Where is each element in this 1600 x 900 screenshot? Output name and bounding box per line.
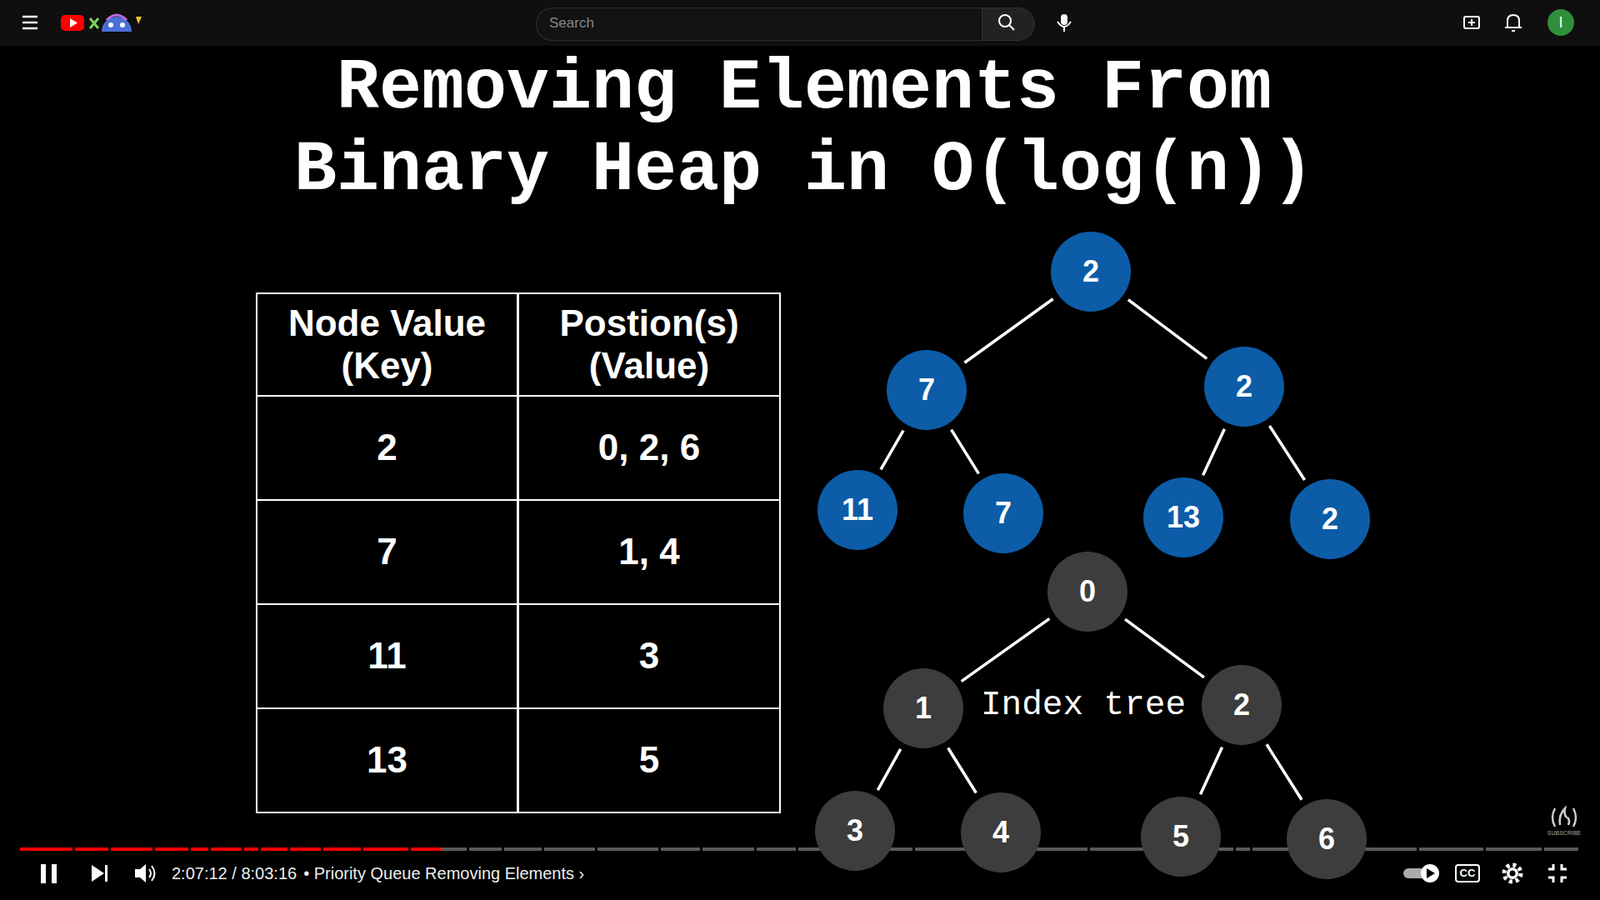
node-value: 2 bbox=[1321, 501, 1339, 537]
create-icon bbox=[1464, 16, 1480, 29]
index-node: 2 bbox=[1201, 665, 1282, 745]
youtube-logo bbox=[60, 15, 142, 32]
tree-edge bbox=[948, 748, 977, 794]
heap-node: 11 bbox=[817, 470, 898, 550]
heap-node: 7 bbox=[963, 473, 1044, 554]
tree-edge bbox=[951, 430, 980, 475]
index-node: 1 bbox=[883, 668, 964, 749]
index-node: 0 bbox=[1047, 551, 1128, 632]
heap-node: 2 bbox=[1050, 231, 1131, 312]
table-cell: 5 bbox=[517, 707, 781, 814]
search-placeholder: Search bbox=[549, 15, 595, 32]
node-value: 2 bbox=[1233, 687, 1250, 723]
heap-node: 7 bbox=[886, 350, 967, 430]
index-node: 5 bbox=[1140, 796, 1221, 877]
table-cell: Postion(s) (Value) bbox=[517, 292, 781, 397]
tree-edge bbox=[1266, 744, 1302, 800]
table-value: 7 bbox=[376, 530, 397, 574]
search-icon bbox=[999, 15, 1015, 30]
node-value: 2 bbox=[1082, 254, 1100, 290]
menu-icon bbox=[22, 16, 38, 29]
table-cell: 7 bbox=[255, 499, 519, 605]
index-node: 3 bbox=[815, 790, 895, 871]
table-value: 13 bbox=[366, 739, 408, 782]
slide-title: Removing Elements From Binary Heap in O(… bbox=[270, 48, 1338, 212]
tree-edge bbox=[1269, 425, 1305, 480]
channel-watermark bbox=[1552, 808, 1576, 827]
volume-icon bbox=[135, 864, 155, 883]
mic-icon bbox=[1057, 14, 1071, 32]
table-value: 3 bbox=[639, 635, 660, 678]
heap-node: 2 bbox=[1204, 346, 1285, 427]
chapter-title: • Priority Queue Removing Elements › bbox=[303, 864, 585, 884]
index-node: 6 bbox=[1286, 799, 1367, 880]
index-node: 4 bbox=[960, 792, 1041, 873]
table-cell: 11 bbox=[255, 603, 519, 710]
node-value: 7 bbox=[918, 372, 935, 408]
node-value: 13 bbox=[1166, 500, 1200, 535]
table-cell: 2 bbox=[255, 395, 519, 501]
tree-caption: Index tree bbox=[980, 685, 1186, 725]
search-box bbox=[535, 7, 983, 41]
table-value: 1, 4 bbox=[618, 530, 680, 574]
table-cell: 13 bbox=[255, 707, 519, 814]
node-value: 11 bbox=[841, 492, 874, 528]
table-value: 11 bbox=[367, 635, 407, 678]
search-button bbox=[981, 7, 1035, 41]
node-value: 4 bbox=[992, 815, 1010, 850]
fullscreen-icon bbox=[1548, 864, 1567, 883]
node-value: 1 bbox=[915, 690, 932, 726]
node-value: 7 bbox=[995, 495, 1012, 531]
node-value: 2 bbox=[1235, 369, 1253, 405]
table-cell: 3 bbox=[517, 603, 781, 710]
table-value: 5 bbox=[639, 739, 660, 782]
table-header: Postion(s) (Value) bbox=[530, 302, 768, 387]
table-header: Node Value (Key) bbox=[269, 302, 505, 387]
tree-edge bbox=[1200, 747, 1222, 795]
table-value: 0, 2, 6 bbox=[598, 426, 700, 470]
next-icon bbox=[91, 865, 108, 882]
tree-edge bbox=[1125, 619, 1205, 678]
table-value: 2 bbox=[376, 426, 397, 470]
tree-edge bbox=[1128, 300, 1207, 360]
tree-edge bbox=[1203, 429, 1225, 475]
table-cell: Node Value (Key) bbox=[255, 292, 519, 397]
tree-edge bbox=[877, 749, 900, 790]
settings-icon bbox=[1504, 865, 1521, 882]
captions-button: CC bbox=[1455, 864, 1481, 883]
bell-icon bbox=[1505, 15, 1522, 31]
pause-icon bbox=[40, 864, 57, 884]
tree-edge bbox=[964, 299, 1053, 364]
node-value: 0 bbox=[1079, 574, 1096, 610]
heap-node: 2 bbox=[1290, 479, 1370, 560]
avatar-letter: I bbox=[1547, 9, 1575, 36]
node-value: 3 bbox=[846, 813, 864, 849]
table-cell: 0, 2, 6 bbox=[517, 395, 781, 501]
tree-edge bbox=[961, 618, 1050, 681]
tree-edge bbox=[880, 430, 904, 470]
time-display: 2:07:12 / 8:03:16 bbox=[171, 864, 297, 884]
autoplay-toggle bbox=[1403, 864, 1440, 883]
node-value: 6 bbox=[1318, 821, 1335, 857]
watermark-text: SUBSCRIBE bbox=[1547, 830, 1581, 836]
table-cell: 1, 4 bbox=[517, 499, 781, 605]
node-value: 5 bbox=[1172, 819, 1190, 855]
heap-node: 13 bbox=[1143, 477, 1224, 558]
